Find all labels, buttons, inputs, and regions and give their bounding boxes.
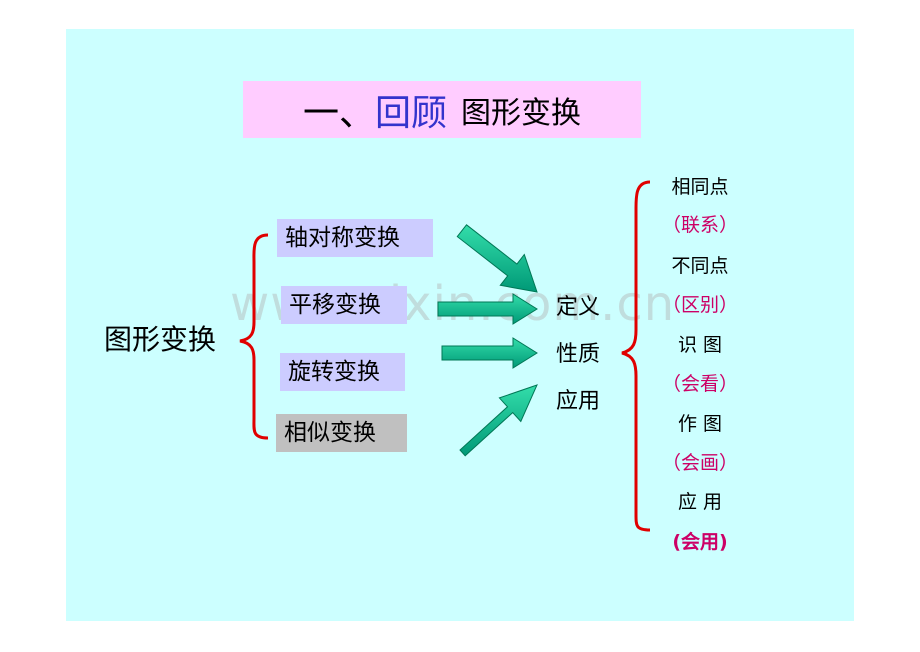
title-part2: 回顾 [375, 92, 448, 134]
arrow-up-right-icon [459, 384, 538, 457]
point-identify-figure: 识 图 [677, 334, 723, 356]
page-title: 一、 回顾 图形变换 [243, 81, 641, 138]
transform-box-similarity: 相似变换 [276, 414, 407, 452]
arrow-right-icon [441, 337, 538, 369]
point-can-read: （会看） [661, 373, 738, 395]
root-label: 图形变换 [104, 323, 217, 356]
title-part3: 图形变换 [461, 95, 582, 131]
right-brace [621, 180, 651, 532]
point-draw-figure: 作 图 [677, 413, 723, 435]
point-similarities: 相同点 [671, 176, 729, 198]
point-differences: 不同点 [671, 255, 729, 277]
left-brace [239, 233, 269, 440]
aspect-definition: 定义 [556, 295, 601, 320]
point-can-use: (会用) [672, 531, 728, 553]
point-application: 应 用 [677, 491, 723, 513]
point-distinction: （区别） [661, 294, 738, 316]
title-box: 一、 回顾 图形变换 [243, 81, 641, 138]
aspect-application: 应用 [556, 389, 601, 414]
arrow-down-right-icon [456, 224, 538, 293]
transform-box-rotation: 旋转变换 [280, 353, 405, 391]
arrow-right-icon [437, 293, 538, 325]
transform-box-axial-symmetry: 轴对称变换 [277, 219, 433, 257]
title-part1: 一、 [302, 92, 375, 134]
point-can-draw: （会画） [661, 452, 738, 474]
transform-box-translation: 平移变换 [281, 286, 407, 324]
point-connection: （联系） [661, 214, 738, 236]
aspect-properties: 性质 [556, 342, 601, 367]
